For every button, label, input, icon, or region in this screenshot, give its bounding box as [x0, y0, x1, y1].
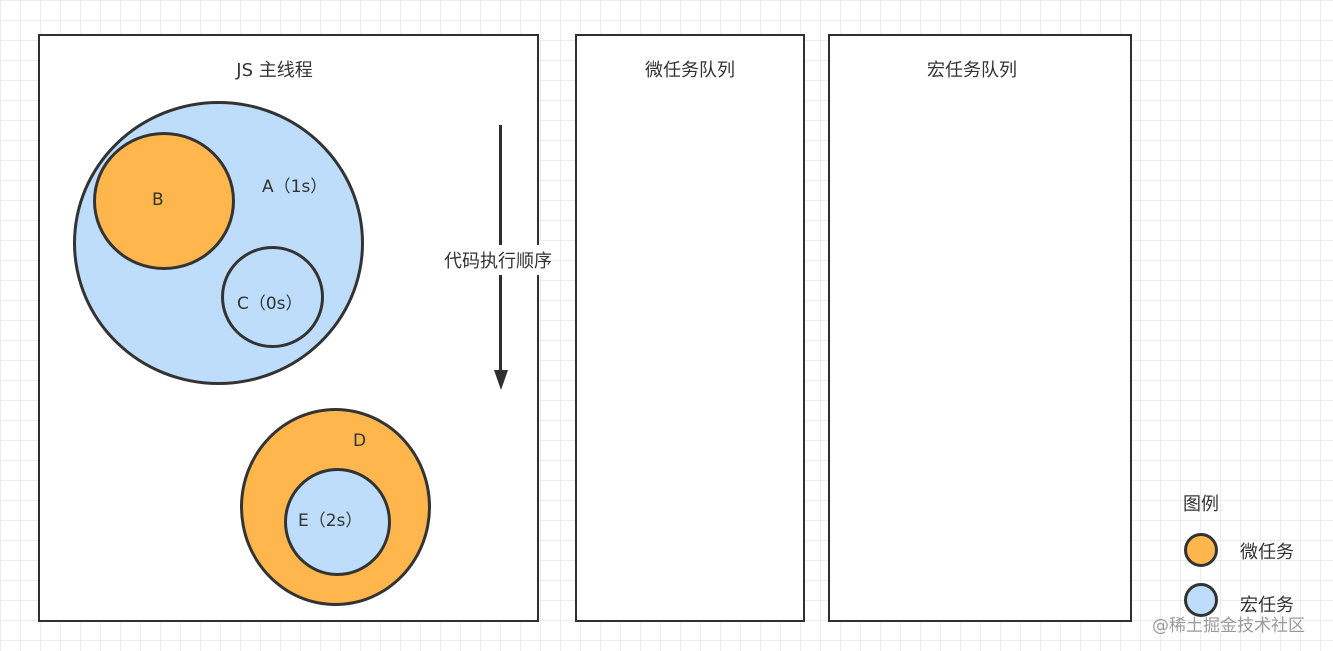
execution-order-arrow-head — [494, 370, 508, 390]
legend-macro-label: 宏任务 — [1240, 595, 1294, 616]
macro-queue-panel: 宏任务队列 — [828, 34, 1132, 622]
task-c-label: C（0s） — [237, 294, 303, 314]
task-e-circle — [284, 468, 391, 576]
legend-micro-swatch — [1184, 533, 1218, 567]
legend-title: 图例 — [1183, 494, 1219, 515]
task-e-label: E（2s） — [298, 511, 363, 531]
legend-micro-label: 微任务 — [1240, 542, 1294, 563]
task-d-label: D — [353, 431, 367, 451]
execution-order-label: 代码执行顺序 — [444, 245, 552, 275]
micro-queue-title: 微任务队列 — [645, 60, 735, 81]
task-b-circle — [93, 132, 235, 270]
task-b-label: B — [152, 190, 164, 210]
main-thread-title: JS 主线程 — [236, 60, 313, 81]
micro-queue-panel: 微任务队列 — [575, 34, 805, 622]
task-a-label: A（1s） — [262, 177, 328, 197]
legend-macro-swatch — [1184, 583, 1218, 617]
task-c-circle — [221, 246, 324, 348]
watermark: @稀土掘金技术社区 — [1152, 616, 1305, 636]
macro-queue-title: 宏任务队列 — [927, 60, 1017, 81]
